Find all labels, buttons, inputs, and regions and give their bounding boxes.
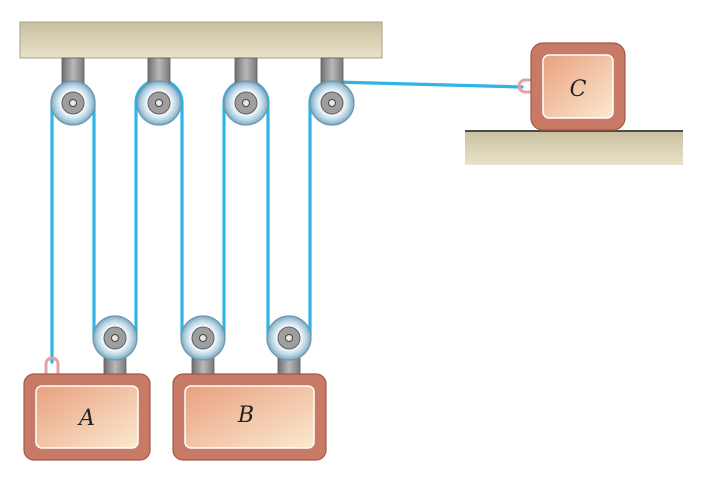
top-pulley-1: [50, 57, 96, 126]
top-pulley-2: [136, 57, 182, 126]
block-A-inner: [35, 385, 139, 449]
block-C: C: [530, 42, 626, 131]
lower-pulley-A: [92, 315, 138, 379]
pulley-axle: [328, 99, 336, 107]
pulley-axle: [242, 99, 250, 107]
block-B: B: [172, 373, 327, 461]
block-C-label: C: [570, 77, 587, 102]
top-pulley-4: [309, 57, 355, 126]
block-A-label: A: [77, 406, 95, 431]
pulley-axle: [69, 99, 77, 107]
pulley-axle: [155, 99, 163, 107]
floor-surface: [465, 131, 683, 165]
pulley-axle: [199, 334, 207, 342]
pulley-axle: [285, 334, 293, 342]
block-C-inner: [542, 54, 614, 119]
block-B-inner: [184, 385, 315, 449]
hook-block-A: [44, 356, 60, 374]
top-pulley-3: [223, 57, 269, 126]
lower-pulley-B2: [266, 315, 312, 379]
hook-block-C: [517, 78, 533, 94]
block-A: A: [23, 373, 151, 461]
ceiling-support: [19, 21, 383, 59]
block-B-label: B: [237, 403, 254, 428]
rope-to-block-C: [332, 80, 524, 89]
pulley-axle: [111, 334, 119, 342]
lower-pulley-B1: [180, 315, 226, 379]
